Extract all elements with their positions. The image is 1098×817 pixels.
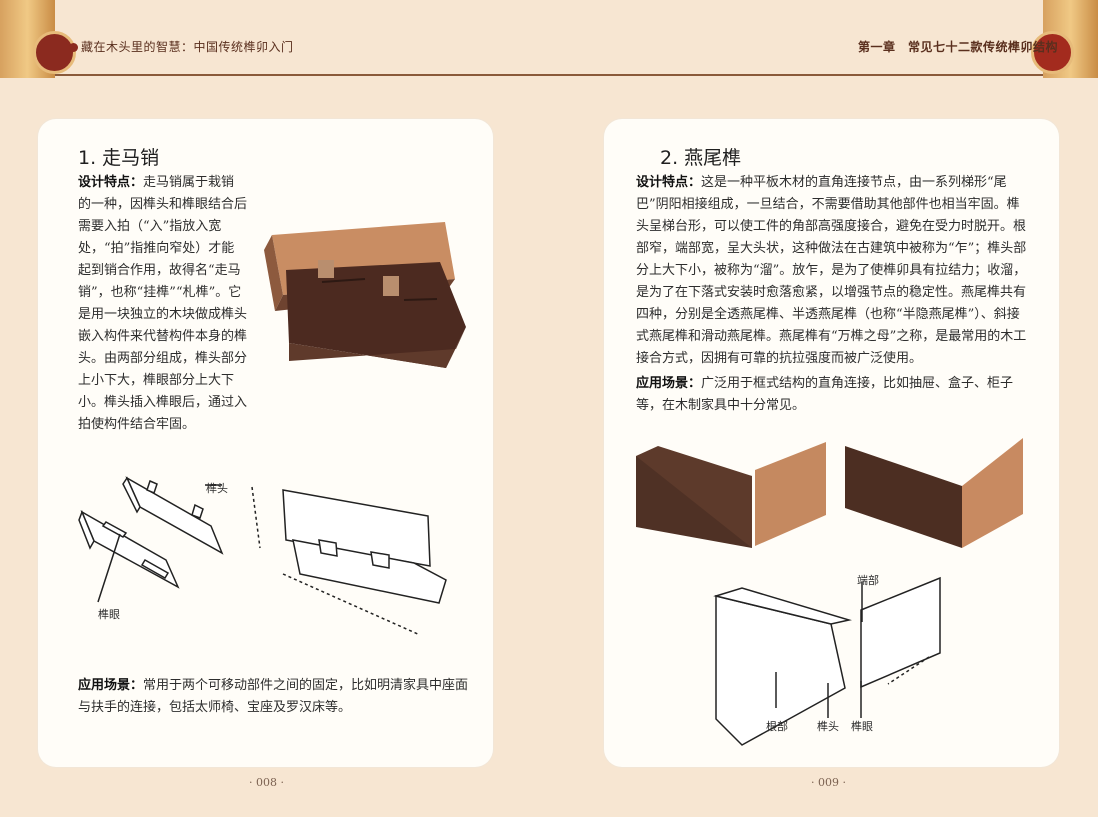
left-page-number: · 008 · bbox=[249, 776, 284, 789]
header-bullet-icon bbox=[69, 43, 78, 52]
right-label-root-part: 根部 bbox=[766, 720, 788, 733]
seal-logo-left bbox=[33, 31, 76, 74]
right-design-paragraph: 设计特点：这是一种平板木材的直角连接节点，由一系列梯形“尾巴”阴阳相接组成，一旦… bbox=[636, 172, 1028, 370]
left-design-paragraph: 设计特点：走马销属于栽销的一种，因榫头和榫眼结合后需要入拍（“入”指放入宽处，“… bbox=[78, 172, 247, 436]
left-label-mortise: 榫眼 bbox=[98, 608, 120, 621]
right-design-label: 设计特点： bbox=[636, 175, 702, 190]
right-label-end-part: 端部 bbox=[857, 574, 879, 587]
right-application-paragraph: 应用场景：广泛用于框式结构的直角连接，比如抽屉、盒子、柜子等，在木制家具中十分常… bbox=[636, 373, 1028, 417]
right-application-text: 广泛用于框式结构的直角连接，比如抽屉、盒子、柜子等，在木制家具中十分常见。 bbox=[636, 376, 1014, 413]
dovetail-line-diagram bbox=[713, 576, 941, 746]
chapter-title: 第一章 常见七十二款传统榫卯结构 bbox=[858, 40, 1059, 54]
left-label-tenon-head: 榫头 bbox=[206, 482, 228, 495]
left-application-paragraph: 应用场景：常用于两个可移动部件之间的固定，比如明清家具中座面与扶手的连接，包括太… bbox=[78, 675, 473, 719]
dovetail-3d-illustrations bbox=[636, 438, 1023, 548]
right-design-text: 这是一种平板木材的直角连接节点，由一系列梯形“尾巴”阴阳相接组成，一旦结合，不需… bbox=[636, 175, 1027, 366]
left-design-label: 设计特点： bbox=[78, 175, 144, 190]
right-application-label: 应用场景： bbox=[636, 376, 702, 391]
walking-horse-pin-3d-illustration bbox=[264, 222, 466, 368]
right-section-title: 2. 燕尾榫 bbox=[660, 147, 742, 169]
book-title: 藏在木头里的智慧：中国传统榫卯入门 bbox=[81, 40, 294, 54]
page-header: 藏在木头里的智慧：中国传统榫卯入门 第一章 常见七十二款传统榫卯结构 bbox=[0, 0, 1098, 78]
left-design-text: 走马销属于栽销的一种，因榫头和榫眼结合后需要入拍（“入”指放入宽处，“拍”指推向… bbox=[78, 175, 248, 432]
right-label-mortise: 榫眼 bbox=[851, 720, 873, 733]
left-application-label: 应用场景： bbox=[78, 678, 144, 693]
right-page-number: · 009 · bbox=[811, 776, 846, 789]
right-label-tenon-head: 榫头 bbox=[817, 720, 839, 733]
walking-horse-pin-line-diagram bbox=[78, 476, 447, 636]
seal-logo-right bbox=[1031, 31, 1074, 74]
header-divider bbox=[55, 74, 1043, 76]
left-application-text: 常用于两个可移动部件之间的固定，比如明清家具中座面与扶手的连接，包括太师椅、宝座… bbox=[78, 678, 469, 715]
left-section-title: 1. 走马销 bbox=[78, 147, 160, 169]
